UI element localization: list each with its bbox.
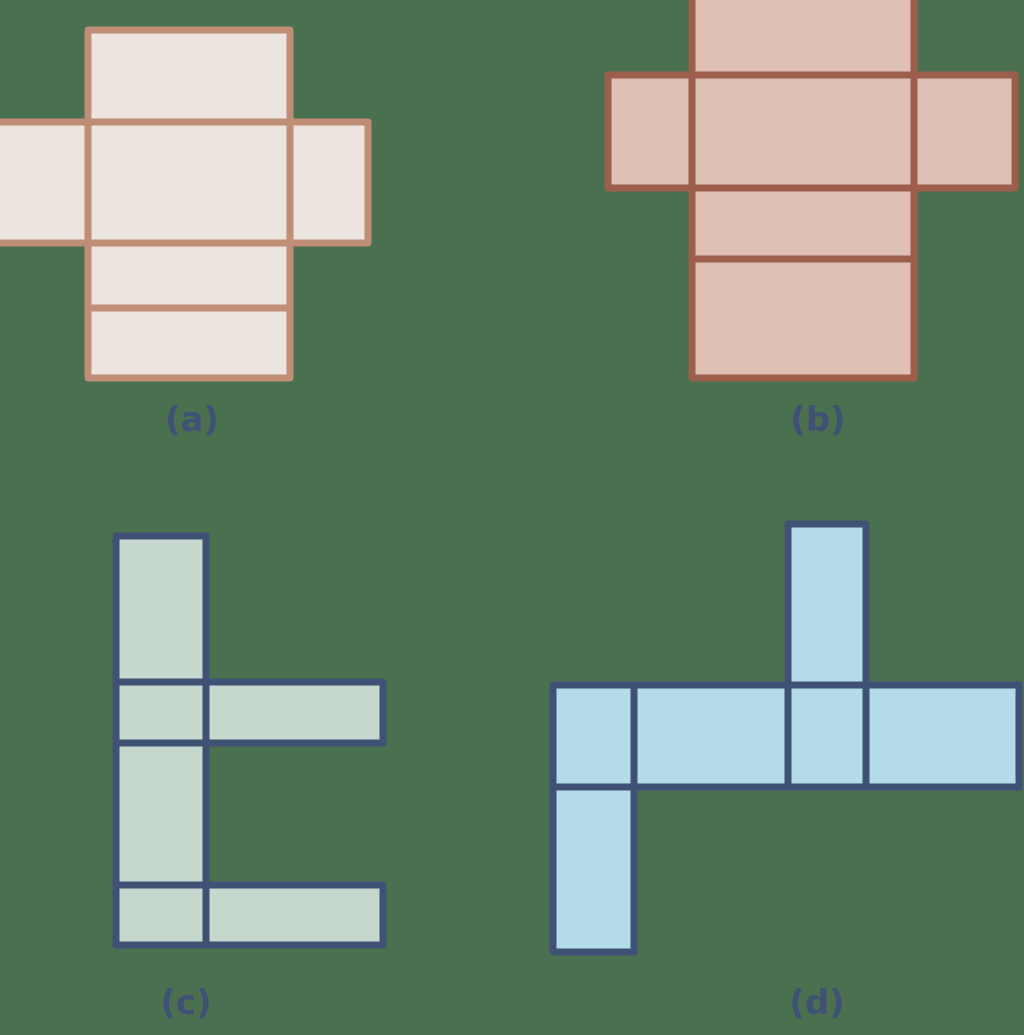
- figure-label-c: (c): [160, 983, 212, 1023]
- net-figure-b: [604, 0, 1019, 382]
- net-cell-b-lower-face: [688, 184, 918, 263]
- net-figure-a: [0, 26, 372, 382]
- figure-label-b: (b): [790, 400, 846, 440]
- net-cell-a-right-flap: [286, 118, 372, 247]
- net-cell-b-top-face: [688, 0, 918, 79]
- net-cell-b-bottom-face: [688, 255, 918, 382]
- net-cell-d-bottom-stub: [549, 783, 638, 956]
- figure-label-d: (d): [789, 983, 845, 1023]
- net-cell-c-bottom-right-arm: [202, 881, 387, 949]
- net-cell-a-lower-face: [84, 239, 294, 312]
- figure-label-a: (a): [164, 400, 220, 440]
- net-cell-c-mid-right-arm: [202, 678, 387, 747]
- net-cell-d-bar-cell-3: [784, 681, 870, 791]
- net-cell-c-upper-left-tall: [112, 532, 210, 686]
- net-figure-c: [112, 532, 387, 949]
- net-cell-a-top-face: [84, 26, 294, 126]
- net-cell-b-left-flap: [604, 71, 696, 192]
- net-cell-d-bar-cell-2: [630, 681, 792, 791]
- net-cell-a-bottom-face: [84, 304, 294, 382]
- net-cell-d-bar-cell-1: [549, 681, 638, 791]
- net-figure-d: [549, 520, 1023, 956]
- net-cell-d-bar-cell-4: [862, 681, 1023, 791]
- net-cell-a-left-flap: [0, 118, 92, 247]
- net-cell-c-bottom-left-short: [112, 881, 210, 949]
- net-cell-b-right-flap: [910, 71, 1019, 192]
- net-cell-c-mid-left-short: [112, 678, 210, 747]
- net-cell-d-top-stub: [784, 520, 870, 689]
- net-cell-a-center-face: [84, 118, 294, 247]
- net-cell-b-center-face: [688, 71, 918, 192]
- net-cell-c-lower-left-tall: [112, 739, 210, 889]
